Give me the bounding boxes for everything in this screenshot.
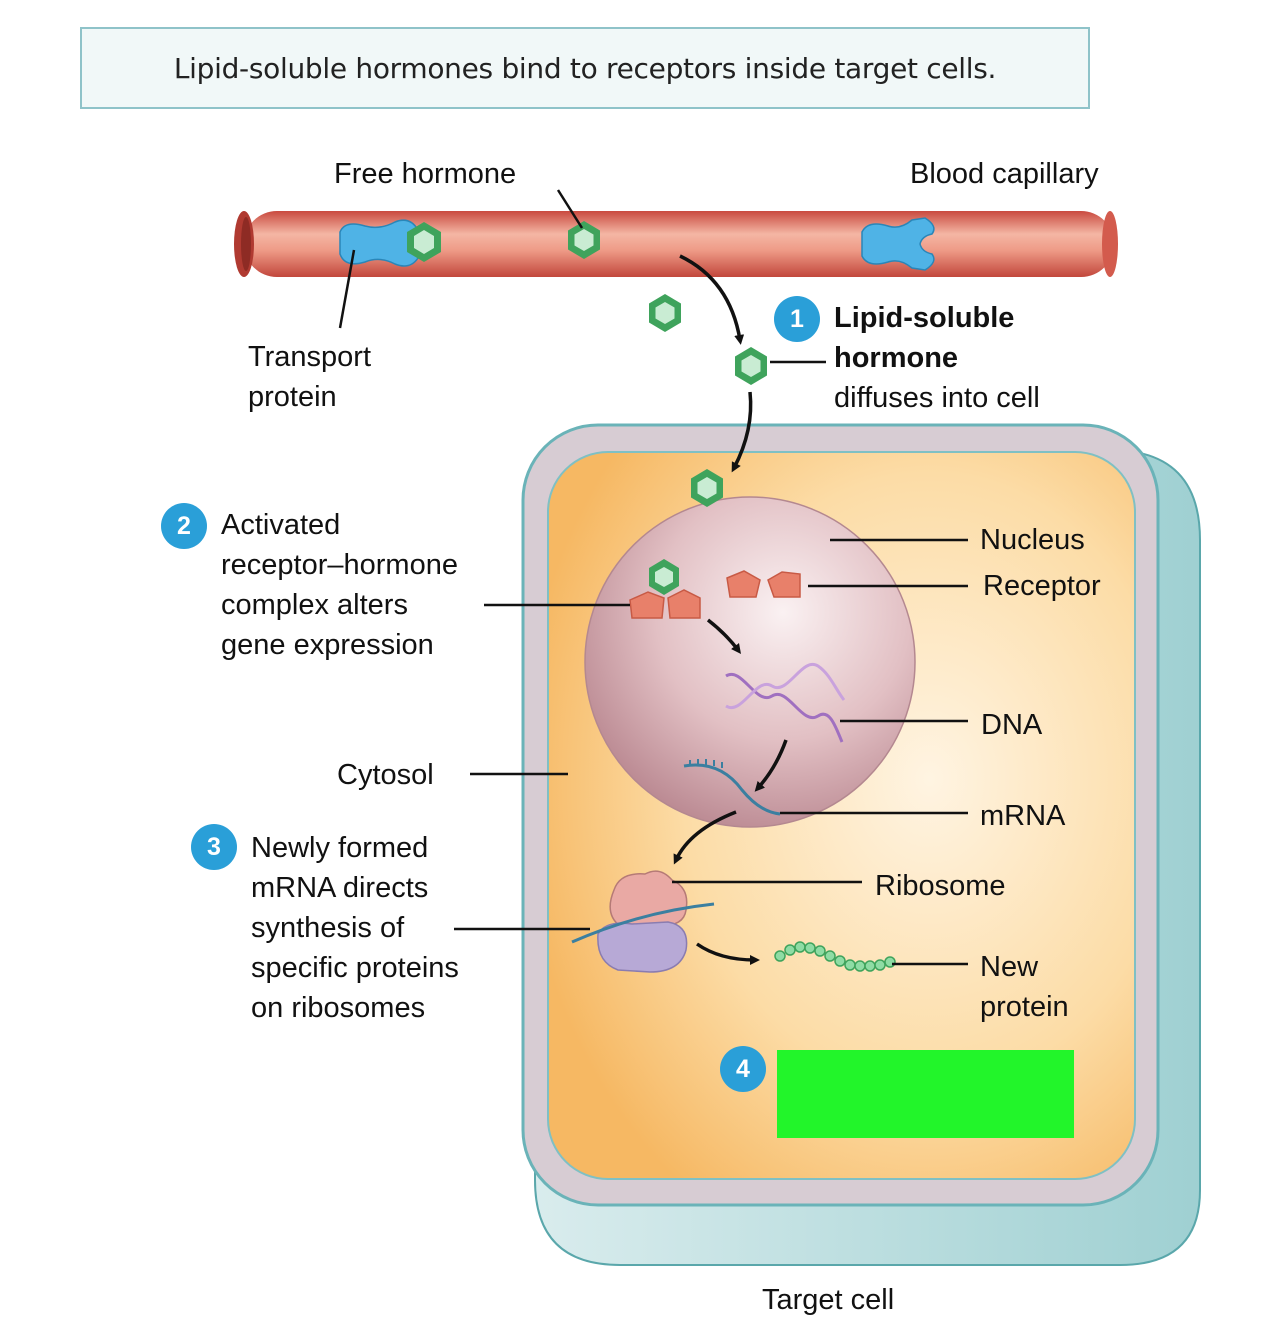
step-1-line-1: diffuses into cell [834,382,1040,414]
receptor-hormone-complex-icon [629,559,701,619]
label-transport-protein-line-1: Transport [248,341,372,373]
label-cytosol: Cytosol [337,759,434,791]
step-2-badge: 2 [161,503,207,549]
dna-icon [725,662,846,743]
label-dna: DNA [981,709,1043,741]
step-2-line-2: receptor–hormone [221,549,458,581]
step-3-text: Newly formed mRNA directs synthesis of s… [251,828,459,1028]
label-free-hormone: Free hormone [334,158,517,190]
step-1-bold-line-2: hormone [834,342,959,374]
label-nucleus: Nucleus [980,524,1085,556]
step-4-badge: 4 [720,1046,766,1092]
step-2-text: Activated receptor–hormone complex alter… [221,505,458,665]
transport-protein-empty [861,217,935,271]
diffusing-hormone-icon [649,294,681,332]
label-blood-capillary: Blood capillary [910,158,1099,190]
label-mrna: mRNA [980,800,1066,832]
step-2-line-1: Activated [221,509,341,541]
nucleus [584,496,916,828]
label-receptor: Receptor [983,570,1101,602]
label-new-protein-line-2: protein [980,991,1069,1023]
label-new-protein-line-1: New [980,951,1039,983]
label-transport-protein: Transport protein [248,337,371,417]
label-ribosome: Ribosome [875,870,1006,902]
step-1-text: Lipid-soluble hormone diffuses into cell [834,298,1040,418]
step-3-line-3: synthesis of [251,912,405,944]
ribosome-icon [571,870,715,973]
step-2-line-3: complex alters [221,589,408,621]
lipid-soluble-hormone-icon [735,347,767,385]
step-3-line-1: Newly formed [251,832,429,864]
free-hormone-icon [568,221,600,259]
label-transport-protein-line-2: protein [248,381,337,413]
step-2-line-4: gene expression [221,629,434,661]
leader-lines [338,189,968,966]
hormone-in-transport-icon [407,222,441,262]
hormone-in-cytosol-icon [691,469,723,507]
mrna-icon [683,759,781,816]
step-3-line-2: mRNA directs [251,872,429,904]
flow-arrows [673,254,788,965]
step-1-bold-line-1: Lipid-soluble [834,302,1015,334]
diagram-title: Lipid-soluble hormones bind to receptors… [80,27,1090,109]
new-protein-icon [774,941,896,972]
label-target-cell: Target cell [762,1284,895,1316]
step-3-line-5: on ribosomes [251,992,426,1024]
step-3-line-4: specific proteins [251,952,459,984]
step-1-badge: 1 [774,296,820,342]
receptor-pair-icon [726,570,801,598]
label-new-protein: New protein [980,947,1069,1027]
step-4-answer-box [777,1050,1074,1138]
step-3-badge: 3 [191,824,237,870]
